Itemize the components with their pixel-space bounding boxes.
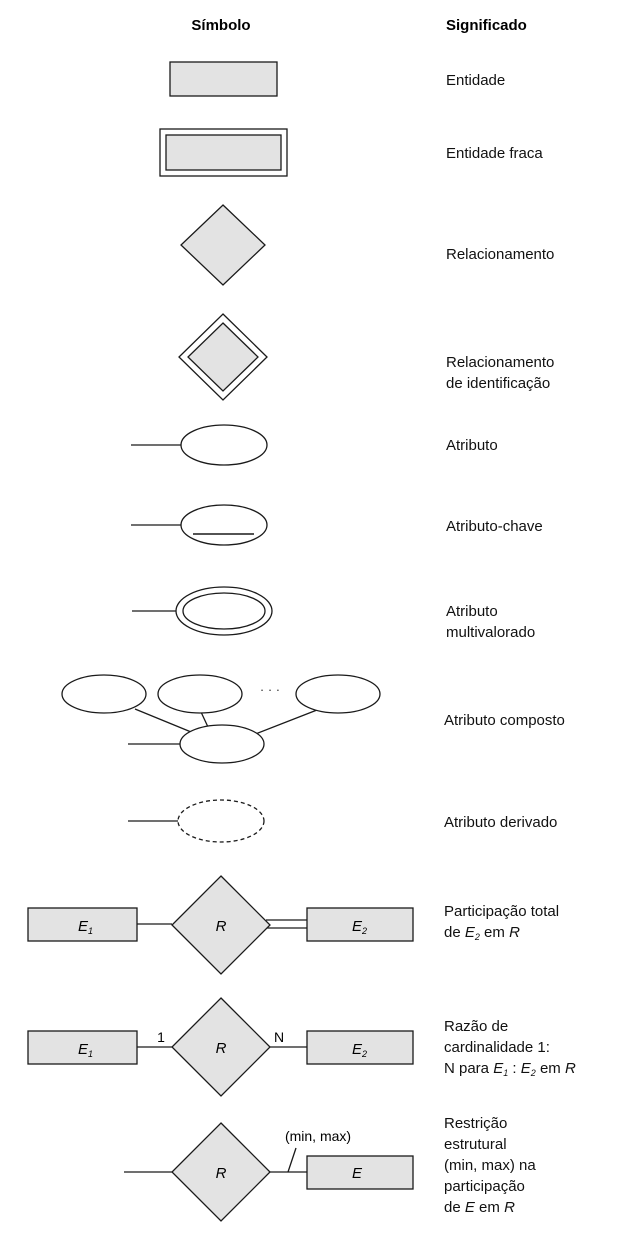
attribute-ellipse xyxy=(180,424,268,466)
meaning-header: Significado xyxy=(446,17,527,34)
composite-attribute-connector-right xyxy=(252,709,318,736)
total-participation-r-diamond xyxy=(171,875,271,975)
meaning-relationship: Relacionamento xyxy=(446,244,554,265)
cardinality-n-label: N xyxy=(274,1029,284,1045)
meaning-key-attribute: Atributo-chave xyxy=(446,516,543,537)
derived-attribute-ellipse xyxy=(177,799,265,843)
symbol-header: Símbolo xyxy=(191,17,250,34)
composite-component-ellipse-1 xyxy=(61,674,147,714)
composite-attribute-connector-middle xyxy=(200,711,209,728)
meaning-line: N para E1 : E2 em R xyxy=(444,1060,576,1078)
cardinality-e1-rectangle xyxy=(27,1030,138,1065)
structural-r-diamond xyxy=(171,1122,271,1222)
e1-subscript: 1 xyxy=(88,1049,93,1059)
meaning-derived-attribute: Atributo derivado xyxy=(444,812,557,833)
meaning-structural-constraint: Restrição estrutural (min, max) na particip… xyxy=(444,1113,536,1218)
meaning-line: Atributo-chave xyxy=(446,518,543,535)
meaning-weak-entity: Entidade fraca xyxy=(446,143,543,164)
structural-e-rectangle xyxy=(306,1155,414,1190)
meaning-multivalued-attribute: Atributo multivalorado xyxy=(446,601,535,643)
e2-letter: E xyxy=(352,1041,363,1058)
meaning-composite-attribute: Atributo composto xyxy=(444,710,565,731)
meaning-total-participation: Participação total de E2 em R xyxy=(444,901,559,943)
total-participation-r-label: R xyxy=(216,918,227,935)
e2-subscript: 2 xyxy=(361,926,367,936)
meaning-line: Atributo composto xyxy=(444,712,565,729)
meaning-line: Atributo derivado xyxy=(444,814,558,831)
composite-attribute-ellipse xyxy=(179,724,265,764)
meaning-line: Atributo xyxy=(446,437,498,454)
entity-rectangle xyxy=(169,61,278,97)
meaning-line: Relacionamento xyxy=(446,246,555,263)
cardinality-r-diamond xyxy=(171,997,271,1097)
e2-letter: E xyxy=(352,918,363,935)
total-participation-e2-rectangle xyxy=(306,907,414,942)
composite-component-ellipse-2 xyxy=(157,674,243,714)
meaning-line: estrutural xyxy=(444,1136,507,1153)
total-participation-e1-rectangle xyxy=(27,907,138,942)
structural-e-label: E xyxy=(352,1165,363,1182)
cardinality-r-label: R xyxy=(216,1040,227,1057)
meaning-line: de E em R xyxy=(444,1199,515,1216)
meaning-identifying-relationship: Relacionamento de identificação xyxy=(446,352,554,394)
meaning-line: de E2 em R xyxy=(444,924,520,942)
identifying-relationship-inner-diamond xyxy=(187,322,259,392)
composite-component-ellipse-3 xyxy=(295,674,381,714)
meaning-line: participação xyxy=(444,1178,525,1195)
cardinality-e2-label: E2 xyxy=(352,1041,367,1059)
meaning-line: cardinalidade 1: xyxy=(444,1039,550,1056)
structural-r-label: R xyxy=(216,1165,227,1182)
meaning-line: multivalorado xyxy=(446,624,536,641)
meaning-line: Razão de xyxy=(444,1018,509,1035)
meaning-line: Entidade fraca xyxy=(446,145,543,162)
weak-entity-inner-rectangle xyxy=(165,134,282,171)
total-participation-e2-label: E2 xyxy=(352,918,367,936)
e1-subscript: 1 xyxy=(88,926,93,936)
meaning-line: Atributo xyxy=(446,603,498,620)
meaning-line: Relacionamento xyxy=(446,354,555,371)
composite-attribute-connector-left xyxy=(134,708,197,735)
meaning-line: de identificação xyxy=(446,375,551,392)
e1-letter: E xyxy=(78,1041,89,1058)
meaning-entity: Entidade xyxy=(446,70,505,91)
cardinality-one-label: 1 xyxy=(157,1029,165,1045)
total-participation-e1-label: E1 xyxy=(78,918,93,936)
relationship-diamond xyxy=(180,204,266,286)
meaning-line: (min, max) na xyxy=(444,1157,536,1174)
meaning-cardinality-ratio: Razão de cardinalidade 1: N para E1 : E2 e… xyxy=(444,1016,576,1079)
meaning-line: Restrição xyxy=(444,1115,508,1132)
structural-min-max-label: (min, max) xyxy=(285,1128,351,1144)
e1-letter: E xyxy=(78,918,89,935)
key-attribute-ellipse xyxy=(180,504,268,546)
multivalued-attribute-inner-ellipse xyxy=(182,592,266,630)
meaning-line: Entidade xyxy=(446,72,506,89)
composite-ellipsis: · · · xyxy=(260,682,280,697)
cardinality-e1-label: E1 xyxy=(78,1041,93,1059)
meaning-attribute: Atributo xyxy=(446,435,498,456)
structural-min-max-pointer xyxy=(287,1147,297,1173)
meaning-line: Participação total xyxy=(444,903,560,920)
cardinality-e2-rectangle xyxy=(306,1030,414,1065)
e2-subscript: 2 xyxy=(361,1049,367,1059)
